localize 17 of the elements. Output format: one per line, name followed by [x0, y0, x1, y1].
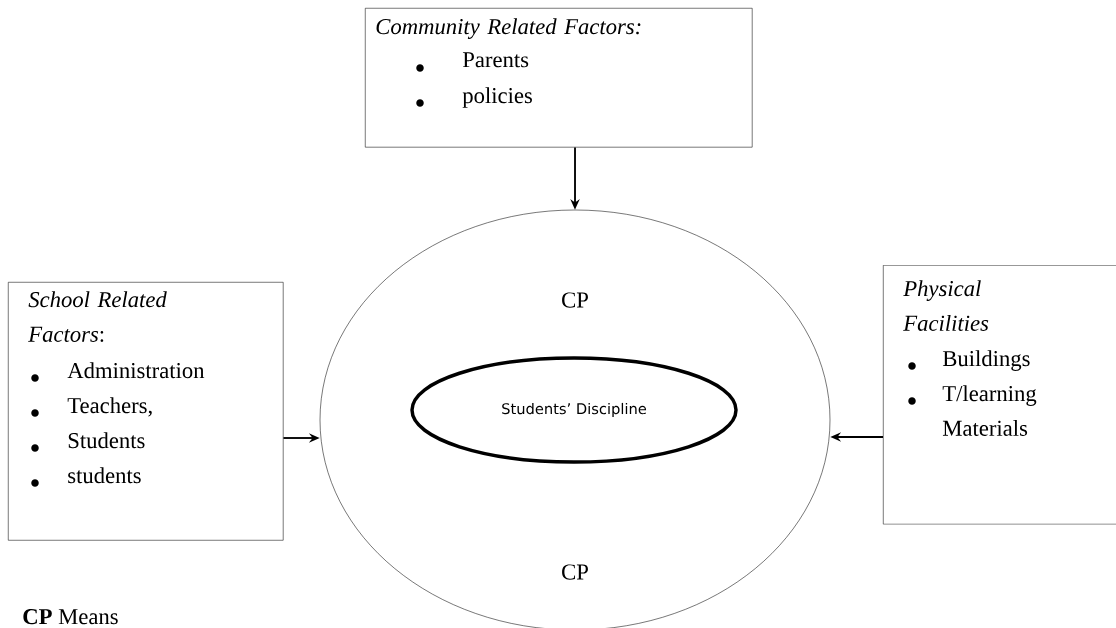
note: CP Means [23, 609, 118, 625]
list-item: T/learning Materials [942, 385, 1037, 436]
factor-box [365, 8, 753, 148]
list-item: Students [68, 432, 145, 449]
list-item: Administration [67, 362, 205, 379]
ring-label: CP [562, 292, 588, 308]
list-item: Teachers, [67, 397, 152, 417]
list-item: Parents [462, 52, 529, 68]
list-item: students [68, 467, 141, 484]
heading: School Related Factors: [28, 291, 167, 342]
list-item: Buildings [942, 350, 1030, 371]
ring-label: CP [562, 564, 588, 580]
heading: Community Related Factors: [376, 18, 641, 39]
factor-box [883, 265, 1116, 525]
heading: Physical Facilities [903, 280, 989, 331]
factor-box [8, 282, 284, 541]
list-item: policies [462, 87, 532, 108]
